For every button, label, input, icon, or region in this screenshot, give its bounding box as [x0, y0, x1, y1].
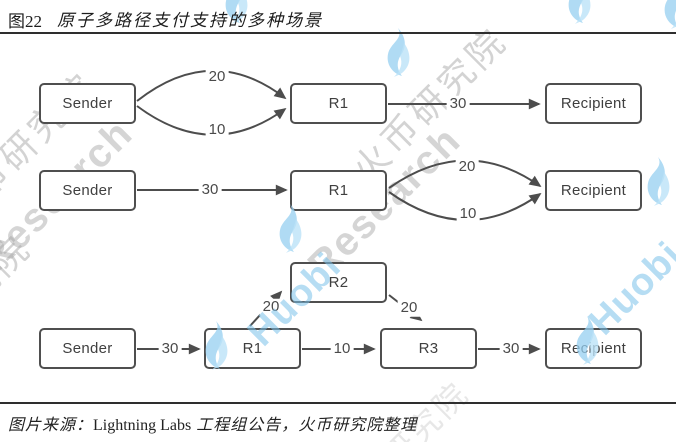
edge-label-s1-right: 30 — [446, 95, 470, 113]
node-recipient-s1: Recipient — [545, 83, 642, 124]
footer-rule — [0, 402, 676, 404]
title-rule — [0, 32, 676, 34]
huobi-flame-icon — [637, 156, 676, 208]
node-sender-s3: Sender — [39, 328, 136, 369]
source-prefix: 图片来源： — [8, 417, 94, 434]
node-r2-s3: R2 — [290, 262, 387, 303]
edge-label-s2-left: 30 — [198, 181, 222, 199]
edge-label-s3-sender-r1: 30 — [158, 340, 182, 358]
node-r3-s3: R3 — [380, 328, 477, 369]
figure-number: 图22 — [8, 12, 42, 31]
edge-label-s3-r3-recipient: 30 — [499, 340, 523, 358]
node-r1-s1: R1 — [290, 83, 387, 124]
source-org: Lightning Labs — [93, 417, 192, 434]
huobi-flame-icon — [654, 0, 676, 31]
huobi-flame-icon — [558, 0, 598, 26]
figure-caption: 原子多路径支付支持的多种场景 — [57, 11, 323, 30]
node-r1-s3: R1 — [204, 328, 301, 369]
edge-label-s3-r1-r3: 10 — [330, 340, 354, 358]
edge-label-s3-r2-r3: 20 — [397, 299, 421, 317]
watermark-cn-text: 火币研究院 — [0, 226, 39, 397]
source-suffix: 工程组公告，火币研究院整理 — [191, 417, 418, 434]
edge-label-s1-top: 20 — [205, 68, 229, 86]
node-recipient-s2: Recipient — [545, 170, 642, 211]
node-recipient-s3: Recipient — [545, 328, 642, 369]
node-r1-s2: R1 — [290, 170, 387, 211]
huobi-flame-icon — [377, 27, 417, 79]
edge-label-s2-top: 20 — [455, 158, 479, 176]
edge-label-s2-bottom: 10 — [456, 205, 480, 223]
edge-label-s1-bottom: 10 — [205, 121, 229, 139]
source-note: 图片来源：Lightning Labs 工程组公告，火币研究院整理 — [8, 411, 417, 435]
node-sender-s1: Sender — [39, 83, 136, 124]
node-sender-s2: Sender — [39, 170, 136, 211]
edge-label-s3-r1-r2: 20 — [259, 298, 283, 316]
